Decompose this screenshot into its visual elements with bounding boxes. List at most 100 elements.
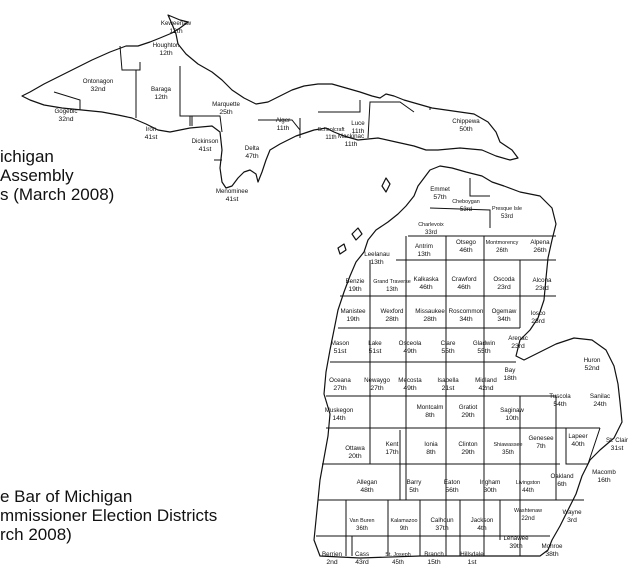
county-boundary bbox=[469, 178, 490, 197]
county-district-label: 12th bbox=[154, 94, 167, 101]
upper-peninsula-outline bbox=[21, 14, 519, 189]
county-district-label: 40th bbox=[571, 441, 584, 448]
county-name-label: Branch bbox=[424, 551, 444, 558]
county-district-label: 38th bbox=[545, 551, 558, 558]
county-district-label: 28th bbox=[423, 316, 436, 323]
county-district-label: 54th bbox=[553, 401, 566, 408]
county-district-label: 55th bbox=[477, 348, 490, 355]
county-name-label: Lapeer bbox=[568, 433, 587, 440]
county-name-label: Wexford bbox=[381, 308, 404, 315]
county-name-label: Kalamazoo bbox=[391, 518, 418, 524]
county-name-label: Alger bbox=[276, 117, 290, 124]
county-district-label: 48th bbox=[360, 487, 373, 494]
county-name-label: Charlevoix bbox=[418, 222, 444, 228]
county-district-label: 18th bbox=[503, 375, 516, 382]
county-name-label: Alpena bbox=[530, 239, 550, 246]
county-name-label: Iosco bbox=[531, 310, 546, 317]
county-name-label: Monroe bbox=[542, 543, 564, 550]
county-name-label: Arenac bbox=[508, 335, 528, 342]
county-name-label: Antrim bbox=[415, 243, 433, 250]
county-boundary bbox=[367, 101, 415, 139]
county-district-label: 57th bbox=[433, 194, 446, 201]
county-district-label: 13th bbox=[386, 287, 398, 293]
county-name-label: Manistee bbox=[340, 308, 366, 315]
county-name-label: Keweenaw bbox=[161, 20, 192, 27]
county-name-label: Leelanau bbox=[364, 251, 390, 258]
county-name-label: Clinton bbox=[458, 441, 478, 448]
county-name-label: Montmorency bbox=[486, 240, 519, 246]
county-district-label: 23rd bbox=[535, 285, 549, 292]
county-district-label: 14th bbox=[332, 415, 345, 422]
county-district-label: 45th bbox=[392, 560, 404, 566]
county-name-label: Benzie bbox=[346, 278, 365, 285]
county-district-label: 36th bbox=[356, 526, 368, 532]
county-name-label: Genesee bbox=[528, 435, 554, 442]
county-name-label: Lenawee bbox=[503, 535, 529, 542]
county-district-label: 31st bbox=[611, 445, 624, 452]
county-name-label: Ottawa bbox=[345, 445, 365, 452]
county-name-label: Missaukee bbox=[415, 308, 445, 315]
county-name-label: Marquette bbox=[212, 101, 240, 108]
county-name-label: St. Clair bbox=[606, 437, 628, 444]
county-name-label: Iron bbox=[146, 126, 157, 133]
county-name-label: Kalkaska bbox=[413, 276, 439, 283]
county-district-label: 50th bbox=[459, 126, 472, 133]
county-name-label: Schoolcraft bbox=[318, 127, 345, 133]
county-district-label: 53rd bbox=[501, 214, 513, 220]
county-boundary bbox=[318, 100, 361, 113]
county-name-label: Isabella bbox=[437, 377, 459, 384]
county-district-label: 21st bbox=[442, 385, 455, 392]
map-title-upper: ichigan Assembly s (March 2008) bbox=[0, 147, 114, 204]
county-name-label: Livingston bbox=[516, 480, 540, 486]
county-district-label: 27th bbox=[370, 385, 383, 392]
county-district-label: 51st bbox=[369, 348, 382, 355]
county-district-label: 35th bbox=[502, 450, 514, 456]
title-line: rch 2008) bbox=[0, 525, 72, 544]
county-district-label: 6th bbox=[557, 481, 567, 488]
county-boundary bbox=[200, 115, 223, 133]
county-name-label: Gladwin bbox=[473, 340, 496, 347]
county-name-label: St. Joseph bbox=[385, 552, 410, 558]
county-name-label: Hillsdale bbox=[460, 551, 484, 558]
county-name-label: Ontonagon bbox=[83, 78, 114, 85]
county-name-label: Menominee bbox=[216, 188, 249, 195]
county-district-label: 32nd bbox=[58, 116, 73, 123]
county-district-label: 27th bbox=[333, 385, 346, 392]
north-manitou-island bbox=[351, 227, 363, 241]
county-name-label: Houghton bbox=[153, 42, 180, 49]
county-name-label: Tuscola bbox=[549, 393, 571, 400]
county-name-label: Mecosta bbox=[398, 377, 422, 384]
county-district-label: 55th bbox=[441, 348, 454, 355]
title-line: s (March 2008) bbox=[0, 185, 115, 204]
county-district-label: 24th bbox=[593, 401, 606, 408]
county-district-label: 34th bbox=[497, 316, 510, 323]
county-district-label: 1st bbox=[467, 559, 476, 566]
county-name-label: Huron bbox=[584, 357, 601, 364]
county-district-label: 29th bbox=[461, 412, 474, 419]
county-district-label: 23rd bbox=[511, 343, 525, 350]
county-name-label: Ogemaw bbox=[492, 308, 517, 315]
county-district-label: 2nd bbox=[326, 559, 338, 566]
county-district-label: 15th bbox=[427, 559, 440, 566]
county-name-label: Washtenaw bbox=[514, 508, 542, 514]
county-district-label: 11th bbox=[277, 125, 290, 132]
county-district-label: 33rd bbox=[425, 230, 437, 236]
title-line: Assembly bbox=[0, 166, 74, 185]
county-name-label: Clare bbox=[441, 340, 456, 347]
county-district-label: 37th bbox=[435, 525, 448, 532]
county-district-label: 32nd bbox=[90, 86, 105, 93]
county-name-label: Cass bbox=[355, 551, 369, 558]
south-manitou-island bbox=[337, 243, 347, 255]
county-name-label: Emmet bbox=[430, 186, 450, 193]
title-line: ichigan bbox=[0, 147, 54, 166]
county-district-label: 46th bbox=[459, 247, 472, 254]
county-name-label: Osceola bbox=[399, 340, 422, 347]
county-district-label: 41st bbox=[199, 146, 212, 153]
county-district-label: 41st bbox=[226, 196, 239, 203]
county-district-label: 4th bbox=[477, 525, 487, 532]
county-name-label: Roscommon bbox=[449, 308, 484, 315]
county-district-label: 12th bbox=[169, 28, 182, 35]
county-district-label: 25th bbox=[219, 109, 232, 116]
county-name-label: Mason bbox=[331, 340, 350, 347]
